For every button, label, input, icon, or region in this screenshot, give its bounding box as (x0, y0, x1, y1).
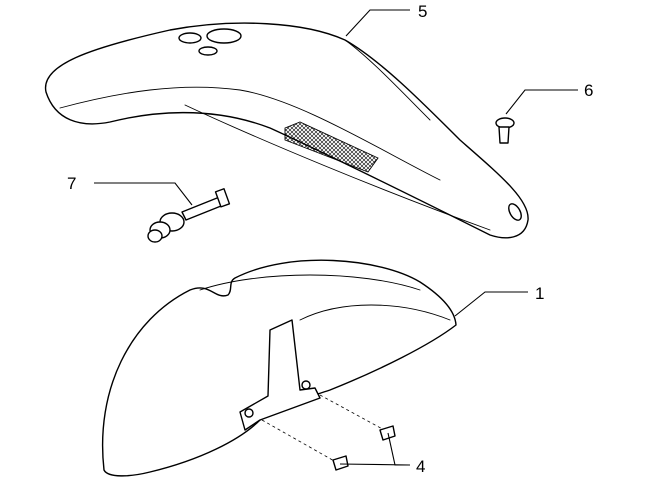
top-cap-large (206, 28, 242, 44)
hatched-reflector-strip (284, 121, 379, 173)
fender-mount-hole-lower (244, 408, 254, 418)
callout-leaders (94, 9, 578, 466)
callout-1: 1 (535, 284, 544, 303)
callout-5: 5 (418, 2, 427, 21)
upper-mudguard-part (44, 22, 529, 239)
bolt-part (147, 188, 231, 243)
side-slot-hole (508, 203, 522, 221)
screws-part (332, 425, 396, 471)
top-cap-left (178, 32, 202, 44)
callout-4: 4 (416, 457, 425, 476)
top-cap-small (198, 46, 218, 56)
rivet-part (495, 117, 515, 144)
callout-7: 7 (67, 174, 76, 193)
callout-6: 6 (584, 81, 593, 100)
front-fender-part (101, 259, 457, 477)
fender-mount-hole-upper (301, 380, 311, 390)
